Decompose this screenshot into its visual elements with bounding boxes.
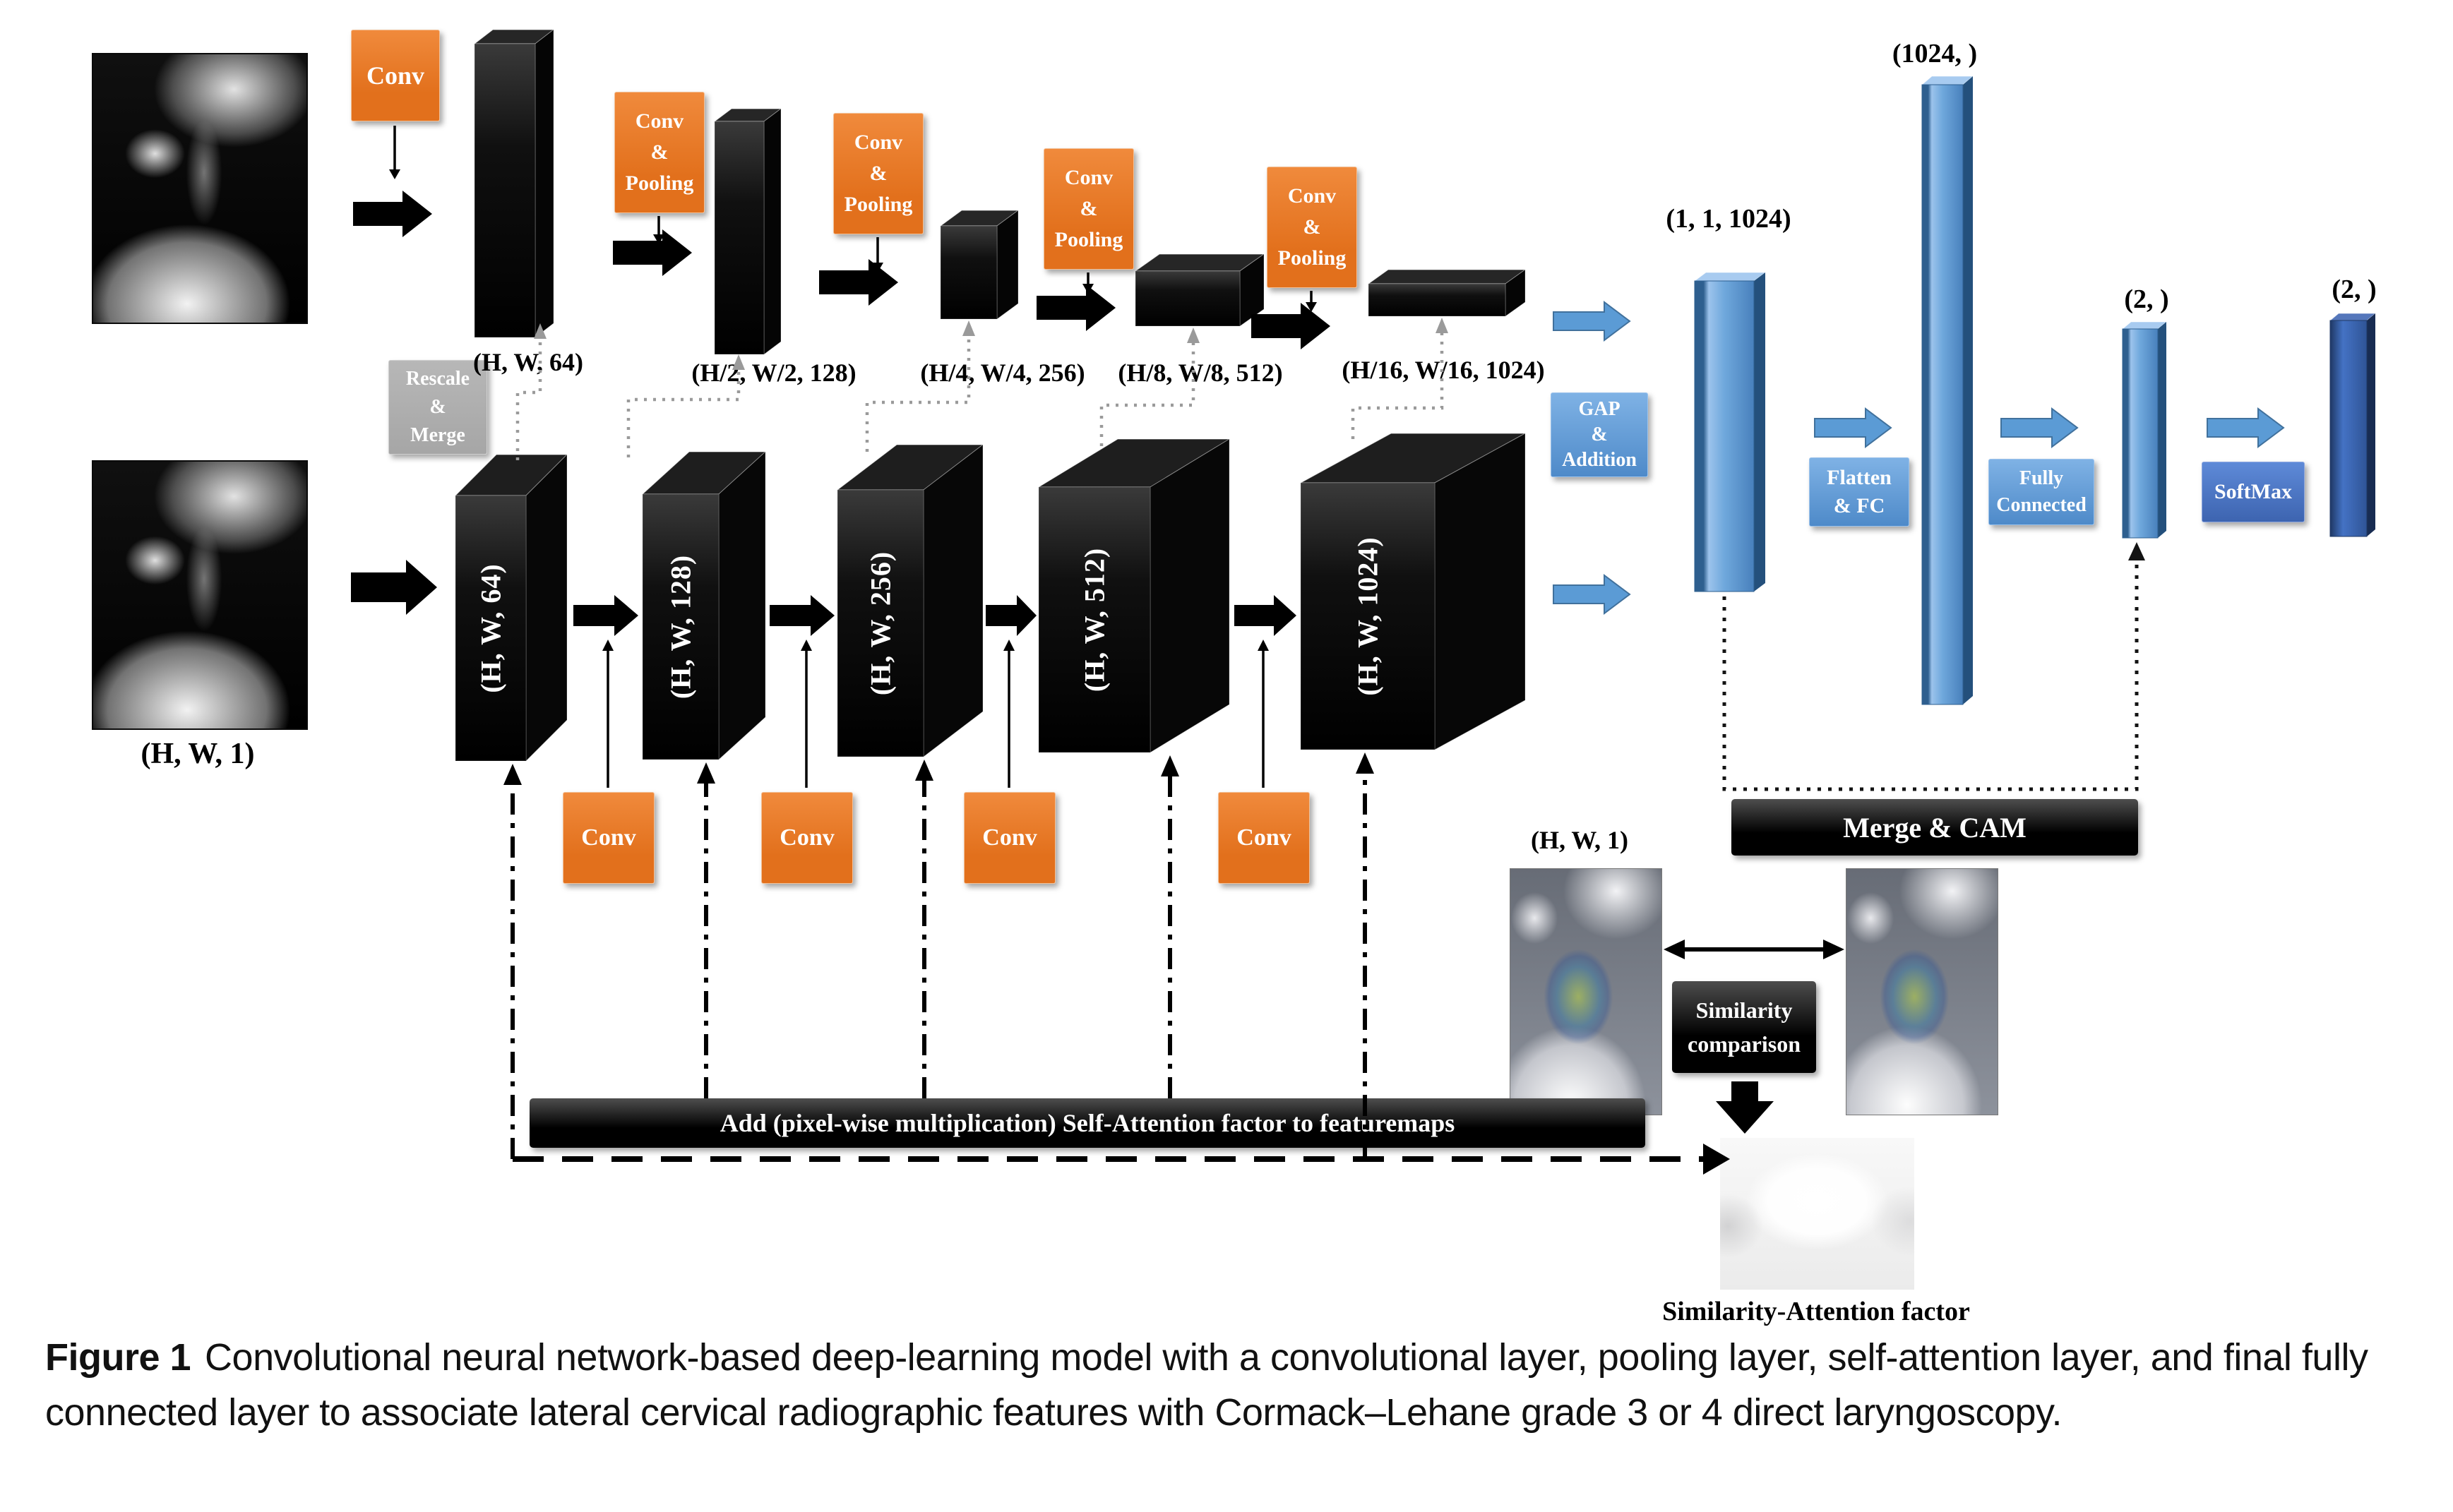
- box-label-1: (H, W, 64): [475, 563, 507, 693]
- input-xray-image-top: [92, 53, 308, 324]
- gap-output-vector: [1693, 272, 1767, 592]
- box-label-3: (H, W, 256): [864, 551, 897, 696]
- blue-arrow-fc: [2000, 407, 2079, 448]
- box-label-4: (H, W, 512): [1078, 547, 1111, 692]
- fc-output-label: (2, ): [2124, 284, 2169, 314]
- conv-pooling-box-3: Conv & Pooling: [1044, 148, 1134, 270]
- softmax-box: SoftMax: [2202, 462, 2305, 522]
- bottom-conv-arrows: [607, 651, 1265, 788]
- bottom-feature-box-3: [836, 443, 984, 758]
- top-feature-map-4: [1134, 253, 1265, 327]
- input-xray-image-bottom: [92, 460, 308, 730]
- flow-arrow-6: [351, 560, 437, 615]
- attention-feed-arrowheads: [503, 752, 1374, 785]
- merge-cam-path: [1722, 558, 2139, 791]
- similarity-attention-factor-image: [1720, 1138, 1914, 1290]
- flatten-output-label: (1024, ): [1892, 39, 1978, 68]
- flow-arrow-8: [770, 595, 835, 636]
- conv-pooling-box-1: Conv & Pooling: [614, 92, 705, 213]
- stage-label-3: (H/4, W/4, 256): [920, 359, 1085, 387]
- flow-arrow-9: [986, 595, 1037, 636]
- cam-heatmap-right: [1846, 868, 1998, 1115]
- conv-box-bottom-1: Conv: [563, 792, 655, 884]
- conv-box-bottom-2: Conv: [761, 792, 853, 884]
- skip-connections: [515, 332, 1444, 460]
- flow-arrow-7: [573, 595, 638, 636]
- merge-cam-arrowhead: [2128, 542, 2145, 560]
- figure-caption-text: Convolutional neural network-based deep-…: [45, 1336, 2368, 1434]
- top-feature-map-1: [473, 28, 555, 339]
- fully-connected-box: Fully Connected: [1988, 459, 2094, 525]
- bottom-feature-box-1: [454, 453, 568, 762]
- bottom-feature-box-2: [641, 450, 767, 761]
- add-self-attention-bar: Add (pixel-wise multiplication) Self-Att…: [530, 1098, 1645, 1148]
- top-feature-map-3: [939, 210, 1020, 320]
- blue-arrow-top: [1553, 301, 1631, 342]
- blue-arrow-flatten: [1814, 407, 1892, 448]
- softmax-output-label: (2, ): [2332, 275, 2377, 304]
- input-shape-label: (H, W, 1): [141, 738, 255, 770]
- conv-pooling-box-2: Conv & Pooling: [833, 113, 924, 234]
- similarity-double-arrowhead-left: [1664, 940, 1685, 959]
- top-feature-map-2: [713, 108, 782, 355]
- conv-box-top: Conv: [351, 30, 440, 121]
- flatten-output-vector: [1921, 76, 1974, 705]
- bottom-feature-box-5: [1300, 433, 1526, 750]
- bottom-feature-box-4: [1037, 438, 1231, 753]
- fc-output-vector: [2121, 321, 2168, 539]
- gap-output-label: (1, 1, 1024): [1666, 204, 1791, 234]
- flow-arrow-10: [1234, 595, 1296, 636]
- attention-input-label: (H, W, 1): [1530, 826, 1629, 854]
- box-label-5: (H, W, 1024): [1351, 536, 1384, 696]
- gap-addition-box: GAP & Addition: [1551, 392, 1648, 477]
- blue-arrow-bottom: [1553, 574, 1631, 615]
- bottom-conv-arrowheads: [602, 640, 1269, 651]
- conv-box-bottom-4: Conv: [1218, 792, 1310, 884]
- blue-arrow-softmax: [2207, 407, 2285, 448]
- flow-arrow-2: [613, 229, 692, 276]
- flow-arrow-5: [1251, 303, 1330, 349]
- stage-label-1: (H, W, 64): [472, 348, 584, 376]
- stage-label-2: (H/2, W/2, 128): [691, 359, 857, 387]
- figure-caption-label: Figure 1: [45, 1336, 191, 1379]
- box-label-2: (H, W, 128): [664, 554, 697, 700]
- softmax-output-vector: [2329, 313, 2377, 537]
- flow-arrow-3: [819, 259, 898, 306]
- flow-arrow-1: [353, 191, 432, 237]
- stage-label-4: (H/8, W/8, 512): [1118, 359, 1283, 387]
- cam-heatmap-left: [1510, 868, 1662, 1115]
- similarity-attention-factor-label: Similarity-Attention factor: [1662, 1297, 1970, 1326]
- merge-cam-bar: Merge & CAM: [1731, 799, 2138, 856]
- top-feature-map-5: [1367, 269, 1527, 317]
- similarity-double-arrowhead-right: [1823, 940, 1844, 959]
- conv-box-bottom-3: Conv: [964, 792, 1056, 884]
- similarity-down-arrow: [1716, 1081, 1774, 1134]
- stage-label-5: (H/16, W/16, 1024): [1342, 356, 1545, 384]
- conv-pooling-box-4: Conv & Pooling: [1267, 167, 1357, 288]
- similarity-comparison-box: Similarity comparison: [1672, 981, 1816, 1073]
- flatten-fc-box: Flatten & FC: [1809, 457, 1909, 527]
- rescale-merge-box: Rescale & Merge: [388, 360, 487, 455]
- flow-arrow-4: [1037, 284, 1116, 331]
